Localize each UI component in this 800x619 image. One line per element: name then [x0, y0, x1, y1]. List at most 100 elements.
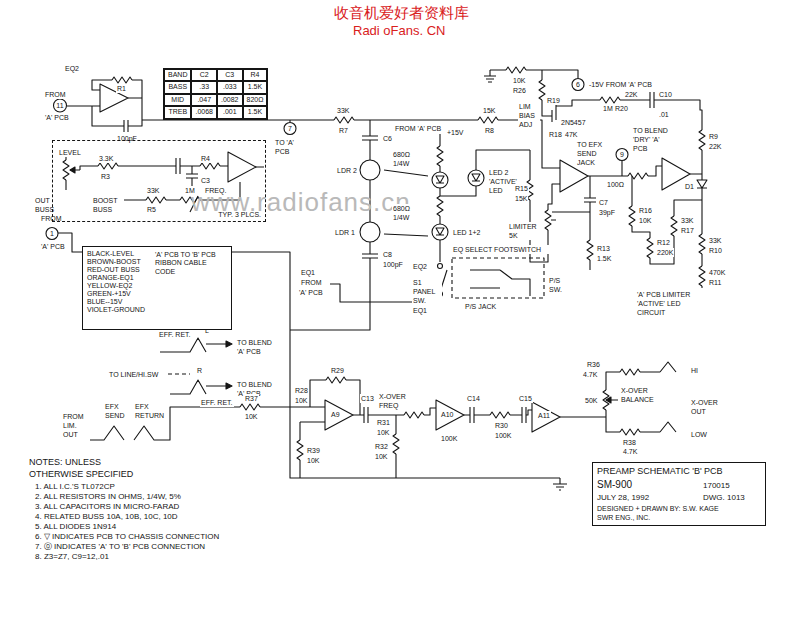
component-label: FROM LIM. OUT: [62, 412, 90, 439]
switch-contact: [438, 264, 443, 269]
component-label: 50K: [584, 396, 598, 405]
component-label: LOW: [690, 430, 708, 439]
table-cell: R4: [243, 69, 268, 81]
table-cell: .0082: [217, 94, 243, 106]
table-cell: .0068: [191, 106, 217, 118]
component-label: 33K: [336, 106, 350, 115]
table-cell: .033: [217, 81, 243, 93]
component-label: LDR 1: [334, 228, 356, 237]
component-label: 10K: [512, 76, 526, 85]
component-label: R5: [146, 205, 157, 214]
component-label: EQ SELECT FOOTSWITCH: [452, 245, 554, 254]
component-label: 3. ALL CAPACITORS IN MICRO-FARAD: [34, 502, 180, 512]
component-label: A9: [330, 410, 341, 419]
component-label: EFX RETURN: [134, 402, 164, 420]
component-label: 7. ⓪ INDICATES 'A' TO 'B' PCB CONNECTION: [34, 542, 206, 552]
title-text: SWR ENG., INC.: [597, 514, 650, 522]
opamp-symbol: [100, 84, 690, 432]
component-label: 'A' PCB: [298, 288, 324, 297]
component-label: C14: [466, 394, 481, 403]
component-label: R26: [512, 86, 527, 95]
component-label: R13: [596, 244, 611, 253]
ldr-symbol: [360, 160, 380, 180]
component-label: EFF. RET.: [158, 330, 192, 339]
table-cell: 1.5K: [243, 106, 268, 118]
box-text: YELLOW-EQ2: [87, 282, 132, 290]
component-label: LED 1+2: [452, 228, 481, 237]
header-text: 收音机爱好者资料库: [333, 3, 470, 22]
component-label: EQ2: [64, 64, 80, 73]
component-label: 5. ALL DIODES 1N914: [34, 522, 117, 532]
component-label: 4. RELATED BUSS 10A, 10B, 10C, 10D: [34, 512, 179, 522]
component-label: EFF. RET.: [200, 398, 234, 407]
table-cell: .33: [191, 81, 217, 93]
box-text: TYP. 3 PLCS.: [218, 211, 261, 219]
component-label: A11: [537, 411, 551, 420]
component-label: R10: [708, 246, 723, 255]
title-block: PREAMP SCHEMATIC 'B' PCBSM-900170015JULY…: [592, 462, 766, 526]
component-label: BOOST BUSS: [92, 196, 122, 214]
box-text: RED-OUT BUSS: [87, 266, 140, 274]
table-cell: .047: [191, 94, 217, 106]
component-label: R39: [306, 446, 321, 455]
component-label: R12: [656, 238, 671, 247]
component-label: R7: [338, 126, 349, 135]
component-label: R37: [244, 394, 259, 403]
connection-circle: [572, 79, 584, 91]
led-symbol: [468, 170, 484, 186]
component-label: TO BLEND 'DRY' 'A' PCB: [632, 126, 674, 153]
dashed-group-box: TYP. 3 PLCS.: [52, 140, 266, 222]
component-label: 100pF: [382, 260, 404, 269]
component-label: LIMITER 5K: [508, 222, 544, 240]
connection-circle: [54, 99, 67, 112]
component-label: EQ1: [300, 268, 316, 277]
component-label: C7: [598, 198, 609, 207]
box-text: BLACK-LEVEL: [87, 250, 134, 258]
header-text: Radi oFans. CN: [352, 22, 446, 39]
component-label: 1.5K: [596, 254, 612, 263]
component-label: FROM: [44, 90, 67, 99]
component-label: R17: [680, 226, 695, 235]
component-label: 10K: [306, 456, 320, 465]
component-label: 6. ▽ INDICATES PCB TO CHASSIS CONNECTION: [34, 532, 220, 542]
value-table: BANDC2C3R4BASS.33.0331.5KMID.047.0082820…: [163, 68, 268, 120]
component-label: LEVEL: [58, 148, 82, 157]
component-label: 100pF: [116, 134, 138, 143]
component-label: 33K: [680, 216, 694, 225]
title-text: 170015: [703, 481, 730, 491]
component-label: 100K: [440, 434, 458, 443]
component-label: 15K: [514, 194, 528, 203]
wire: [58, 70, 702, 490]
connection-number: 1: [48, 229, 56, 238]
diode-symbol: [436, 174, 707, 235]
component-label: R18: [548, 130, 563, 139]
component-label: R30: [494, 421, 509, 430]
component-label: C10: [658, 90, 673, 99]
component-label: FREQ.: [204, 186, 227, 195]
component-label: 8. Z3=Z7, C9=12,.01: [34, 552, 110, 562]
component-label: 33K: [146, 186, 160, 195]
component-label: 10K: [376, 428, 390, 437]
component-label: R11: [708, 278, 722, 287]
component-label: R29: [330, 366, 345, 375]
component-label: 2N5457: [560, 118, 587, 127]
resistor-symbol: [63, 67, 705, 460]
component-label: HI: [690, 366, 699, 375]
title-text: SM-900: [597, 479, 632, 491]
component-label: -15V FROM 'A' PCB: [588, 80, 653, 89]
component-label: +15V: [446, 128, 465, 137]
component-label: TO EFX SEND JACK: [576, 140, 614, 167]
table-cell: BAND: [164, 69, 191, 81]
component-label: D1: [684, 182, 695, 191]
component-label: 39pF: [598, 208, 616, 217]
component-label: R31: [376, 418, 391, 427]
component-label: 2. ALL RESISTORS IN OHMS, 1/4W, 5%: [34, 492, 182, 502]
component-label: R3: [100, 172, 111, 181]
connection-circle: [46, 228, 58, 240]
component-label: X-OVER OUT: [690, 398, 722, 416]
led-symbol: [432, 224, 448, 240]
box-text: 'A' PCB TO 'B' PCB RIBBON CABLE CODE: [155, 251, 227, 276]
component-label: 1. ALL I.C.'S TL072CP: [34, 482, 116, 492]
component-label: A10: [440, 410, 454, 419]
component-label: R15: [514, 184, 529, 193]
